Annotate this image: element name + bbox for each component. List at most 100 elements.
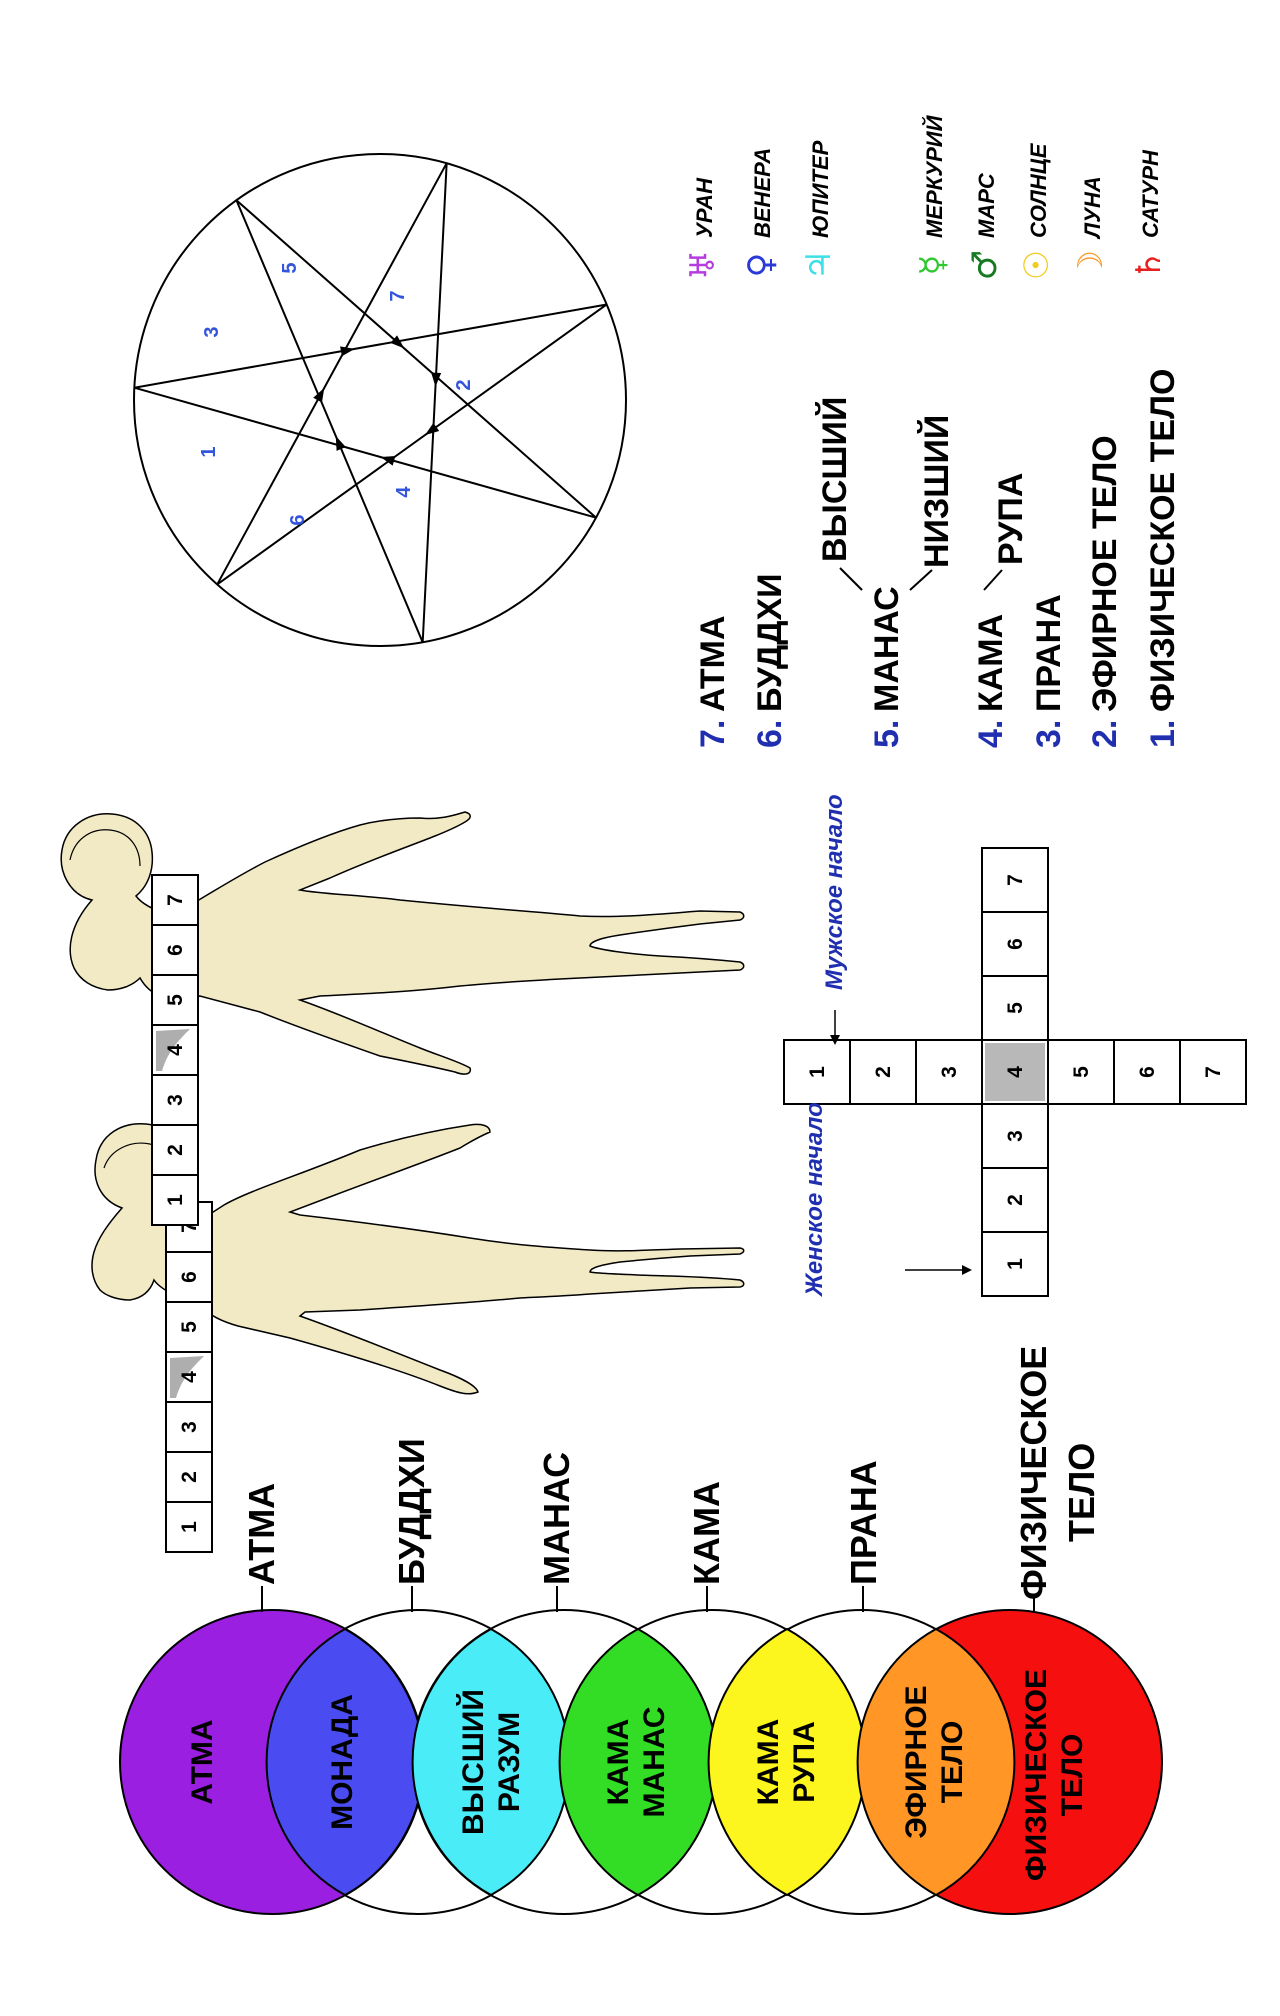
- manas-higher-branch: [839, 567, 863, 591]
- cell-1: [151, 1174, 199, 1226]
- planet-symbol-icon: ♀: [741, 253, 781, 278]
- female-start-label-1: Женское начало: [801, 1102, 828, 1298]
- label-buddhi: БУДДХИ: [391, 1438, 432, 1585]
- cross-cell-6: [981, 911, 1049, 977]
- cell-3: [151, 1074, 199, 1126]
- cross-cell-number: 4: [1004, 1066, 1027, 1078]
- principle-2: ЭФИРНОЕ ТЕЛО: [1086, 435, 1124, 712]
- planet-symbol-icon: ☿: [913, 255, 953, 276]
- planet-symbol-icon: ☽: [1071, 250, 1111, 280]
- principle-4-num: 4.: [972, 720, 1010, 748]
- label-atma: АТМА: [241, 1483, 282, 1585]
- cell-number: 5: [164, 994, 187, 1006]
- kama-rupa-branch: [983, 569, 1003, 591]
- cross-shade: [985, 1043, 1045, 1101]
- cross-cell-number: 1: [1004, 1258, 1027, 1270]
- cross-male-number: 5: [1070, 1066, 1093, 1078]
- cell-number: 2: [164, 1144, 187, 1156]
- cross-male-number: 7: [1202, 1066, 1225, 1078]
- heptagram-arrows: [313, 335, 442, 466]
- cell-number: 7: [164, 894, 187, 906]
- star-number-3: 3: [201, 326, 223, 337]
- heptagram-arrow: [335, 435, 346, 451]
- cross-cell-number: 3: [1004, 1130, 1027, 1142]
- principle-5-num: 5.: [868, 720, 906, 748]
- cross-cell-2: [981, 1167, 1049, 1233]
- circle-text-atma: АТМА: [186, 1719, 219, 1804]
- principles-list: 7. АТМА 6. БУДДХИ 5. МАНАС ВЫСШИЙ НИЗШИЙ…: [694, 369, 1182, 748]
- principle-7-num: 7.: [694, 720, 732, 748]
- heptagram-arrow: [431, 372, 442, 387]
- cross-cell-number: 2: [1004, 1194, 1027, 1206]
- male-hair-line: [69, 829, 141, 867]
- principle-3-num: 3.: [1030, 720, 1068, 748]
- planet-name: УРАН: [692, 177, 717, 238]
- cell-shade: [170, 1356, 204, 1398]
- planet-name: ЮПИТЕР: [808, 140, 833, 238]
- cell-number: 6: [178, 1271, 201, 1283]
- principle-1-num: 1.: [1144, 720, 1182, 748]
- cell-number: 2: [178, 1471, 201, 1483]
- planet-symbol-icon: ♂: [965, 250, 1005, 280]
- circle-text-monada: МОНАДА: [326, 1694, 359, 1830]
- planet-name: МАРС: [974, 172, 999, 238]
- cross-cell-number: 5: [1004, 1002, 1027, 1014]
- lens-monada: [265, 1627, 425, 1897]
- label-prana: ПРАНА: [843, 1460, 884, 1585]
- star-number-2: 2: [453, 379, 475, 390]
- cell-number: 4: [164, 1044, 187, 1056]
- male-start-label: Мужское начало: [821, 794, 848, 990]
- heptagram-arrow: [340, 346, 355, 357]
- planet-symbol-icon: ♃: [799, 250, 839, 280]
- cell-number: 3: [178, 1421, 201, 1433]
- cross-male-number: 3: [938, 1066, 961, 1078]
- principle-4: КАМА: [972, 614, 1010, 712]
- planet-name: ЛУНА: [1080, 176, 1105, 240]
- cell-3: [165, 1401, 213, 1453]
- female-body-shape: [91, 1123, 745, 1395]
- planet-name: САТУРН: [1138, 149, 1163, 238]
- heptagram-circle: [133, 153, 627, 647]
- planet-symbol-icon: ♄: [1129, 250, 1169, 280]
- cell-2: [165, 1451, 213, 1503]
- heptagram-arrow: [424, 422, 440, 436]
- circle-text-higher-2: РАЗУМ: [493, 1712, 526, 1812]
- star-number-7: 7: [387, 290, 409, 301]
- cross-cell-7: [981, 847, 1049, 913]
- female-start-label: Женское начало: [801, 1102, 828, 1298]
- cross-male-cell-3: [915, 1039, 983, 1105]
- principle-1: ФИЗИЧЕСКОЕ ТЕЛО: [1144, 369, 1182, 712]
- kama-rupa: РУПА: [992, 473, 1030, 565]
- heptagram-arrow: [380, 456, 396, 466]
- lens-etheric: [856, 1627, 1016, 1897]
- cell-7: [151, 874, 199, 926]
- star-number-5: 5: [279, 262, 301, 273]
- planet-name: ВЕНЕРА: [750, 148, 775, 238]
- circle-text-higher-1: ВЫСШИЙ: [456, 1689, 490, 1835]
- cell-5: [165, 1301, 213, 1353]
- cell-1: [165, 1501, 213, 1553]
- planet-symbol-icon: ☉: [1017, 250, 1057, 280]
- star-number-4: 4: [393, 486, 415, 498]
- principle-2-num: 2.: [1086, 720, 1124, 748]
- male-arrow-head: [830, 1035, 840, 1045]
- label-manas: МАНАС: [536, 1452, 577, 1585]
- planets-list: ♅УРАН♀ВЕНЕРА♃ЮПИТЕР☿МЕРКУРИЙ♂МАРС☉СОЛНЦЕ…: [683, 114, 1169, 280]
- principle-7: АТМА: [694, 615, 732, 712]
- male-body-shape: [60, 811, 745, 1075]
- lens-kama-rupa: [707, 1627, 867, 1897]
- star-number-1: 1: [198, 446, 220, 457]
- cell-number: 1: [178, 1521, 201, 1533]
- principle-5: МАНАС: [868, 586, 906, 712]
